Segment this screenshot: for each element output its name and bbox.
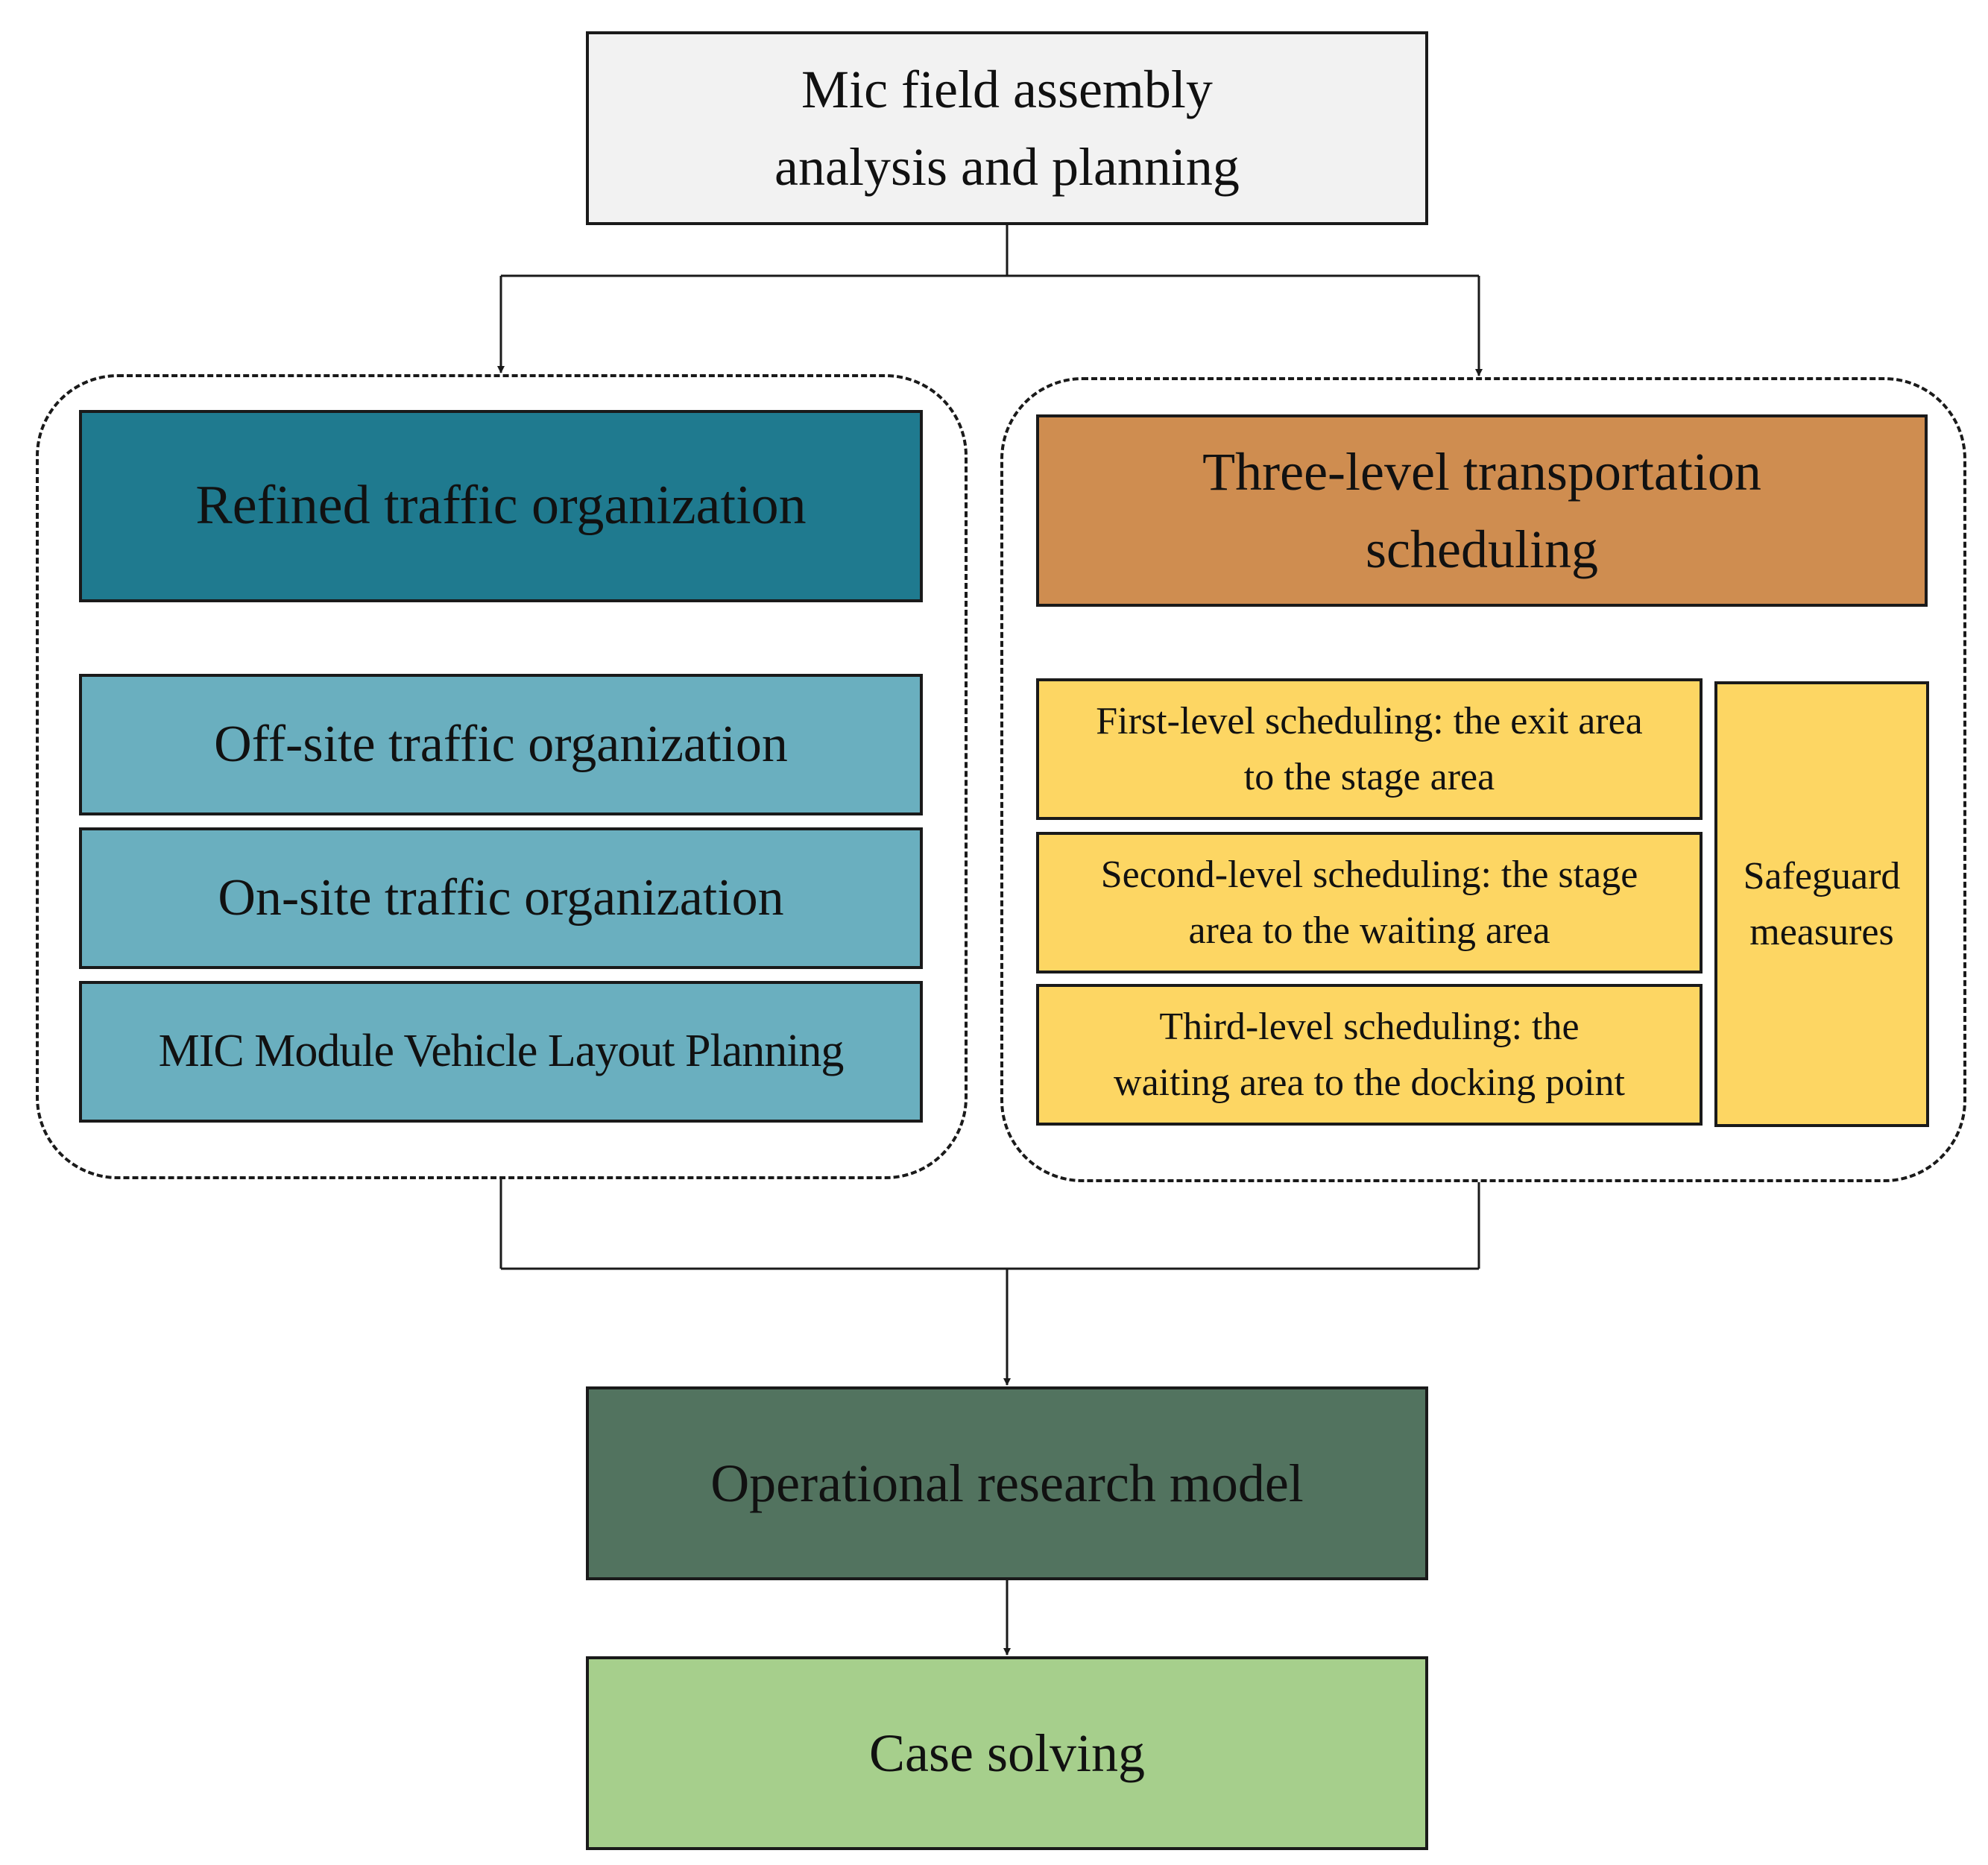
offsite-traffic-box: Off-site traffic organization xyxy=(79,674,923,815)
three-level-header: Three-level transportation scheduling xyxy=(1036,414,1928,607)
operational-model-box: Operational research model xyxy=(586,1386,1428,1580)
first-level-box: First-level scheduling: the exit area to… xyxy=(1036,678,1703,820)
mic-layout-box: MIC Module Vehicle Layout Planning xyxy=(79,981,923,1123)
safeguard-box: Safeguard measures xyxy=(1714,681,1929,1127)
onsite-traffic-box: On-site traffic organization xyxy=(79,827,923,969)
refined-traffic-header: Refined traffic organization xyxy=(79,410,923,602)
title-box: Mic field assembly analysis and planning xyxy=(586,31,1428,225)
refined-traffic-group xyxy=(36,374,968,1179)
second-level-box: Second-level scheduling: the stage area … xyxy=(1036,832,1703,973)
transport-scheduling-group xyxy=(1000,377,1966,1182)
third-level-box: Third-level scheduling: the waiting area… xyxy=(1036,984,1703,1126)
case-solving-box: Case solving xyxy=(586,1656,1428,1850)
